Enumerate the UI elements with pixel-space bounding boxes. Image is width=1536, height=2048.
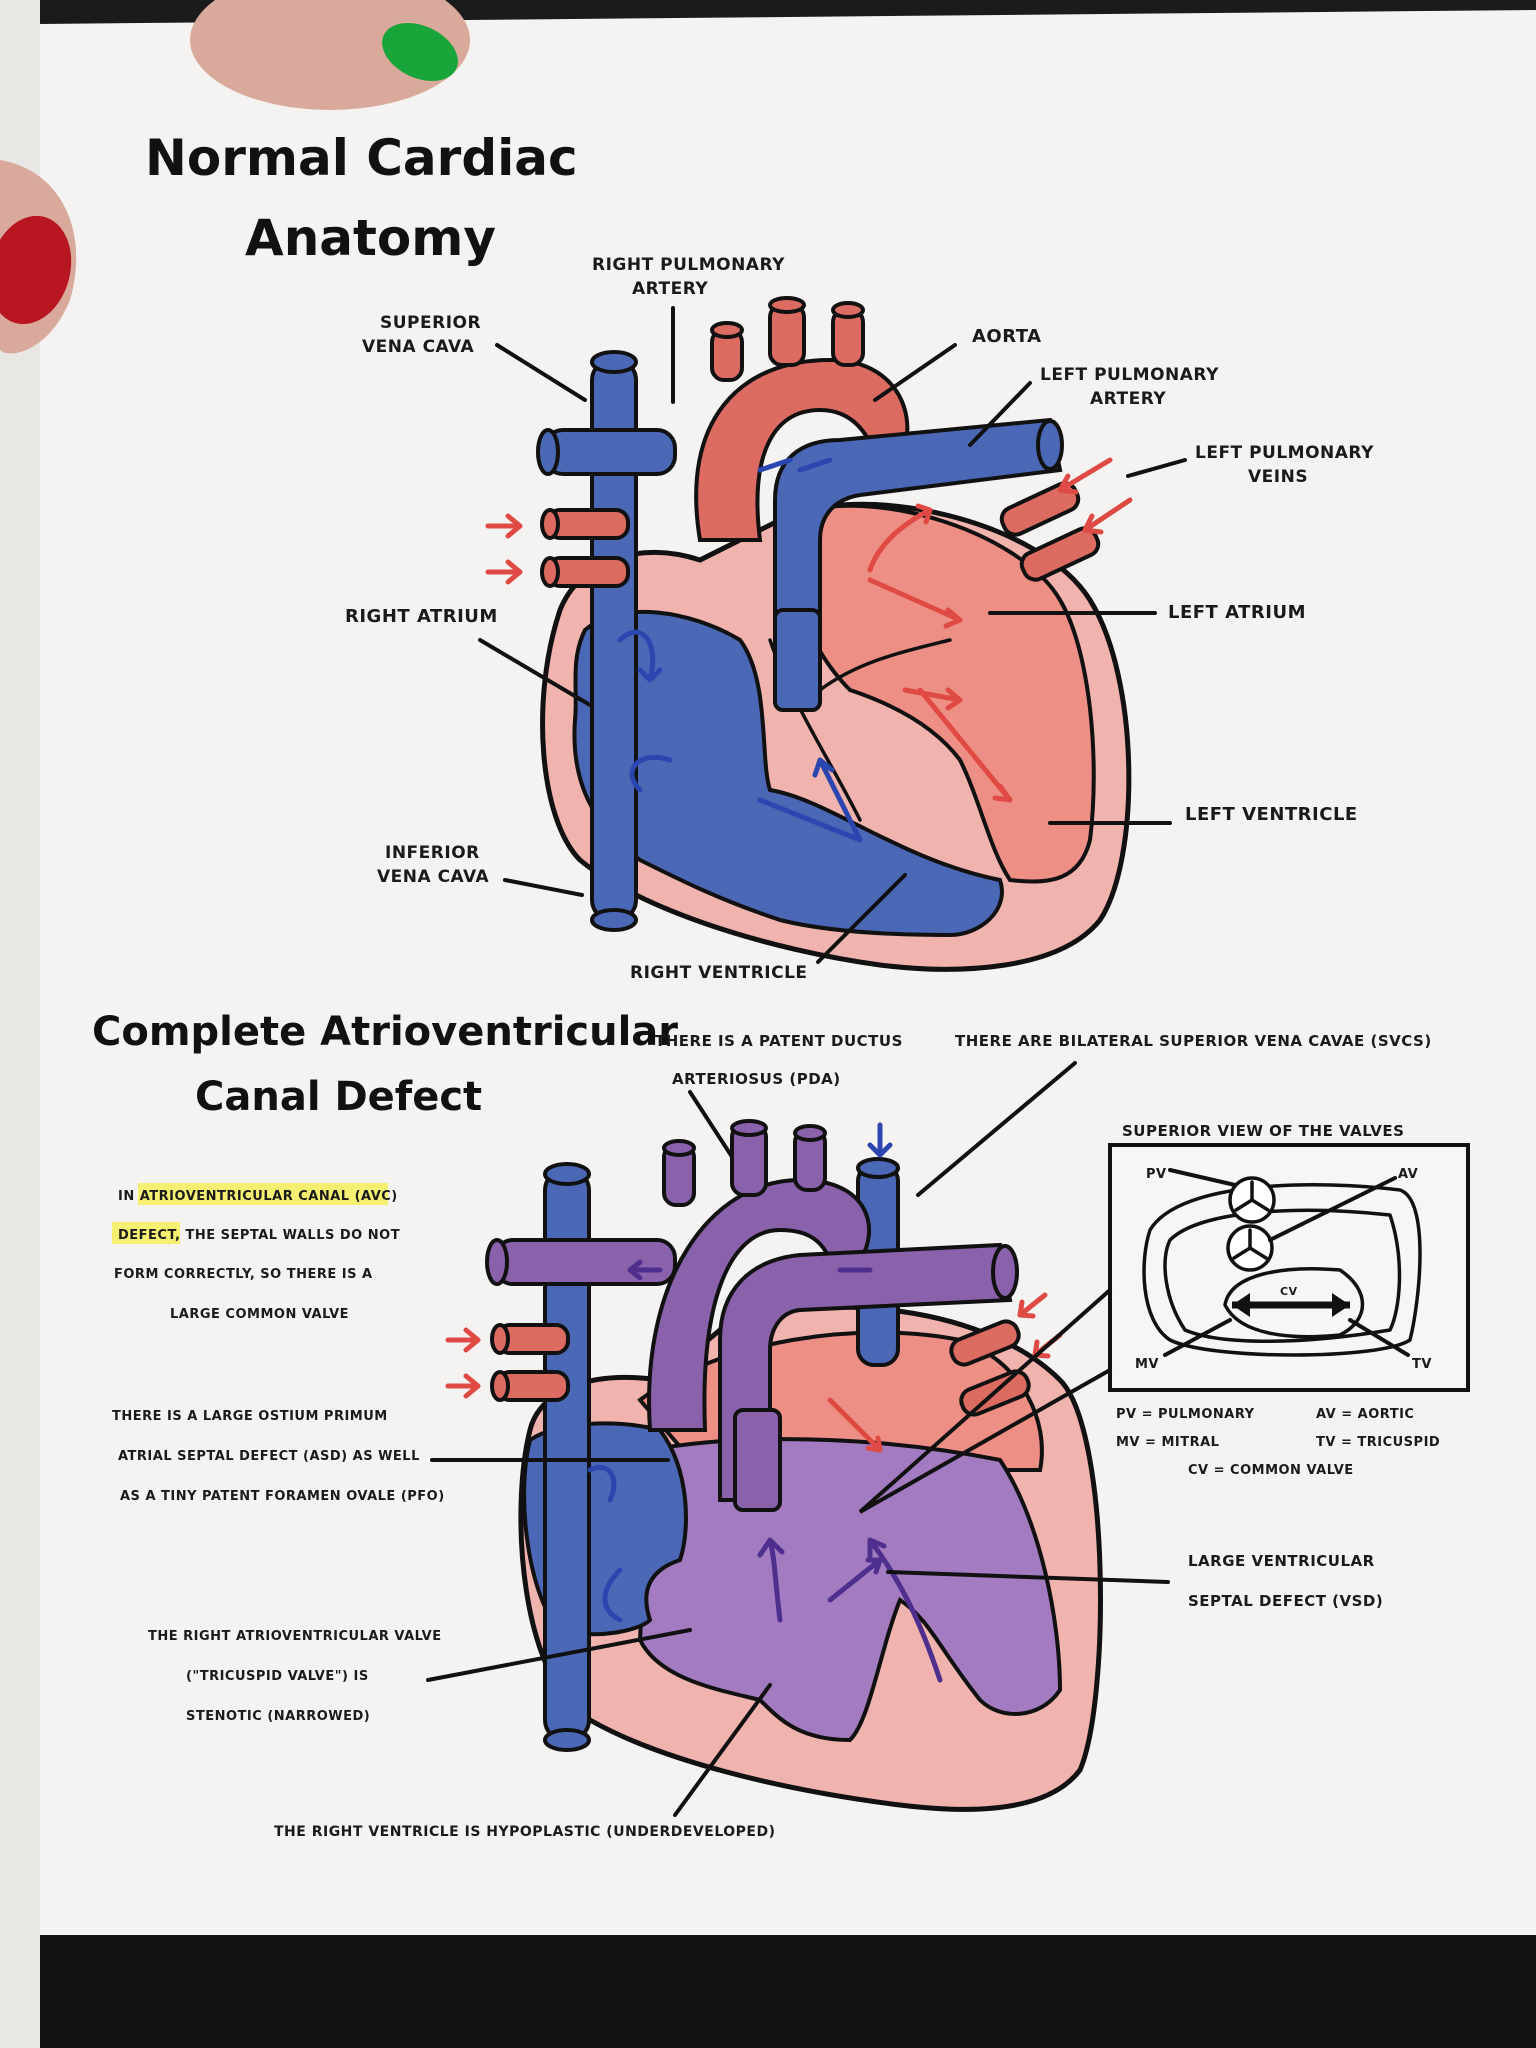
cavc-title-line1: Complete Atrioventricular [92, 1009, 678, 1055]
pda-line1: THERE IS A PATENT DUCTUS [655, 1032, 903, 1050]
normal-title-line1: Normal Cardiac [145, 129, 578, 187]
label-aorta: AORTA [972, 326, 1042, 347]
cavc-heart-diagram [445, 1119, 1103, 1812]
label-right-ventricle: RIGHT VENTRICLE [630, 963, 808, 983]
intro-line3: FORM CORRECTLY, SO THERE IS A [114, 1267, 373, 1282]
label-left-ventricle: LEFT VENTRICLE [1185, 804, 1358, 825]
label-lpv-1: LEFT PULMONARY [1195, 443, 1374, 463]
label-ivc-1: INFERIOR [385, 843, 480, 863]
vsd-line2: SEPTAL DEFECT (VSD) [1188, 1592, 1383, 1610]
label-svc-2: VENA CAVA [362, 337, 475, 357]
legend-pv: PV = PULMONARY [1116, 1407, 1255, 1422]
svc-note: THERE ARE BILATERAL SUPERIOR VENA CAVAE … [955, 1032, 1432, 1050]
cavc-section: Complete Atrioventricular Canal Defect T… [92, 1009, 1470, 1840]
intro-note: IN ATRIOVENTRICULAR CANAL (AVC) DEFECT, … [112, 1183, 400, 1322]
label-ivc-2: VENA CAVA [377, 867, 490, 887]
valve-tv-label: TV [1412, 1357, 1432, 1372]
legend-cv: CV = COMMON VALVE [1188, 1463, 1354, 1478]
valve-mv-label: MV [1135, 1357, 1159, 1372]
label-svc-1: SUPERIOR [380, 313, 481, 333]
fingers [0, 0, 470, 354]
label-left-atrium: LEFT ATRIUM [1168, 602, 1306, 623]
cavc-title-line2: Canal Defect [195, 1074, 482, 1120]
intro-highlight-defect: DEFECT, [118, 1228, 180, 1243]
label-lpv-2: VEINS [1248, 467, 1308, 487]
normal-title-line2: Anatomy [245, 209, 496, 267]
label-rpa-2: ARTERY [632, 279, 708, 299]
paper-sheet [40, 10, 1536, 1935]
normal-heart-diagram [485, 296, 1133, 972]
valves-legend: PV = PULMONARY AV = AORTIC MV = MITRAL T… [1116, 1407, 1440, 1478]
label-lpa-1: LEFT PULMONARY [1040, 365, 1219, 385]
asd-line2: ATRIAL SEPTAL DEFECT (ASD) AS WELL [118, 1449, 420, 1464]
valve-pv-label: PV [1146, 1167, 1167, 1182]
label-rpa-1: RIGHT PULMONARY [592, 255, 785, 275]
svg-text:DEFECT, THE SEPTAL WALLS DO NO: DEFECT, THE SEPTAL WALLS DO NOT [118, 1228, 400, 1243]
valve-av-label: AV [1398, 1167, 1418, 1182]
valve-cv-label: CV [1280, 1285, 1298, 1298]
valves-inset: SUPERIOR VIEW OF THE VALVES PV AV CV MV … [858, 1122, 1470, 1514]
label-lpa-2: ARTERY [1090, 389, 1166, 409]
asd-line3: AS A TINY PATENT FORAMEN OVALE (PFO) [120, 1489, 445, 1504]
asd-line1: THERE IS A LARGE OSTIUM PRIMUM [112, 1409, 388, 1424]
svg-text:IN ATRIOVENTRICULAR CANAL (AVC: IN ATRIOVENTRICULAR CANAL (AVC) [118, 1189, 398, 1204]
intro-pre: IN [118, 1189, 140, 1204]
legend-tv: TV = TRICUSPID [1316, 1435, 1440, 1450]
intro-rest: THE SEPTAL WALLS DO NOT [180, 1228, 400, 1243]
tv-line2: ("TRICUSPID VALVE") IS [186, 1669, 369, 1684]
rv-note: THE RIGHT VENTRICLE IS HYPOPLASTIC (UNDE… [274, 1824, 776, 1840]
intro-highlight-avc: ATRIOVENTRICULAR CANAL (AVC) [140, 1189, 398, 1204]
pda-line2: ARTERIOSUS (PDA) [672, 1070, 841, 1088]
tv-line1: THE RIGHT ATRIOVENTRICULAR VALVE [148, 1629, 442, 1644]
red-nail-icon [0, 215, 72, 325]
legend-mv: MV = MITRAL [1116, 1435, 1219, 1450]
intro-line4: LARGE COMMON VALVE [170, 1307, 349, 1322]
label-right-atrium: RIGHT ATRIUM [345, 606, 498, 627]
vsd-line1: LARGE VENTRICULAR [1188, 1552, 1375, 1570]
normal-anatomy-section: Normal Cardiac Anatomy [145, 129, 1374, 983]
legend-av: AV = AORTIC [1316, 1407, 1414, 1422]
green-nail-icon [382, 22, 458, 82]
tv-line3: STENOTIC (NARROWED) [186, 1709, 370, 1724]
valves-title: SUPERIOR VIEW OF THE VALVES [1122, 1122, 1404, 1140]
